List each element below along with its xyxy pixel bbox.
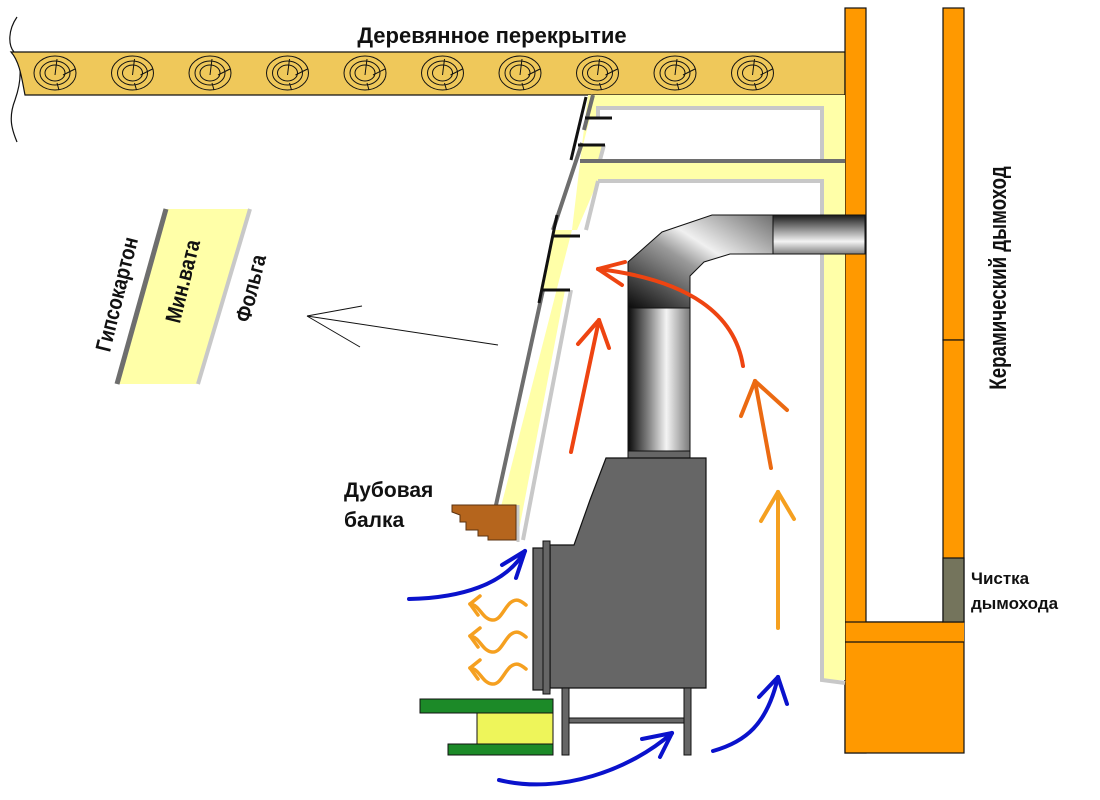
pipe-horizontal bbox=[772, 214, 866, 255]
fireplace-casing bbox=[494, 94, 846, 685]
rising-air-arrow bbox=[759, 490, 796, 630]
stove-body bbox=[549, 457, 707, 689]
log-cross-section bbox=[576, 55, 619, 91]
ceramic-chimney: Керамический дымоход Чистка дымохода bbox=[844, 7, 1059, 754]
legend-foil-layer bbox=[196, 208, 252, 385]
log-cross-section bbox=[266, 55, 309, 91]
cleanout-label-line1: Чистка bbox=[971, 569, 1030, 588]
chimney-right-wall bbox=[942, 7, 965, 341]
damper-vents bbox=[537, 96, 612, 304]
cold-air-arrow-right bbox=[711, 675, 789, 753]
firewood-top-plank bbox=[419, 698, 554, 714]
oak-beam-shape bbox=[451, 504, 517, 541]
log-cross-section bbox=[188, 55, 232, 91]
chimney-label: Керамический дымоход bbox=[985, 166, 1012, 390]
hot-air-arrow-left bbox=[569, 318, 611, 454]
damper-chamber bbox=[583, 108, 822, 160]
casing-foil bbox=[521, 106, 846, 685]
ceiling-label: Деревянное перекрытие bbox=[357, 23, 626, 48]
log-cross-section bbox=[33, 55, 77, 91]
cleanout-label-line2: дымохода bbox=[971, 594, 1059, 613]
pipe-elbow bbox=[627, 214, 774, 309]
wooden-ceiling: Деревянное перекрытие bbox=[9, 16, 846, 143]
log-cross-section bbox=[731, 55, 774, 91]
hot-air-arrows bbox=[569, 260, 796, 630]
radiant-wave-1 bbox=[468, 594, 528, 622]
warm-air-arrow-right bbox=[739, 379, 789, 470]
cold-air-arrow-lower bbox=[497, 731, 674, 787]
cold-air-arrows bbox=[407, 549, 789, 787]
firewood bbox=[419, 698, 554, 756]
log-cross-section bbox=[111, 55, 154, 91]
oak-beam: Дубовая балка bbox=[344, 479, 520, 542]
radiant-wave-2 bbox=[468, 626, 528, 654]
chimney-cleanout-door bbox=[942, 557, 965, 623]
stove-leg-right bbox=[683, 687, 692, 756]
firewood-bottom-plank bbox=[447, 743, 554, 756]
log-cross-section bbox=[498, 55, 542, 91]
ceiling-break-line bbox=[9, 16, 21, 143]
pipe-vertical bbox=[627, 307, 691, 454]
ceiling-logs bbox=[33, 55, 774, 91]
firewood-core bbox=[476, 712, 554, 745]
chimney-bottom-ledge bbox=[866, 622, 964, 642]
radiant-heat-waves bbox=[468, 594, 528, 686]
cold-air-arrow-upper bbox=[407, 549, 527, 601]
radiant-wave-3 bbox=[468, 658, 528, 686]
legend-wool-layer bbox=[117, 209, 250, 384]
oak-beam-label-line2: балка bbox=[344, 509, 405, 532]
foil-label: Фольга bbox=[232, 252, 272, 325]
log-cross-section bbox=[653, 55, 697, 91]
legend-gypsum-layer bbox=[114, 208, 169, 385]
casing-gypsum bbox=[494, 94, 595, 506]
legend-pointer-arrow bbox=[306, 305, 499, 348]
stove-door-frame bbox=[542, 540, 551, 695]
log-cross-section bbox=[421, 55, 464, 91]
stove bbox=[532, 457, 707, 756]
hot-air-arrow-curved bbox=[596, 260, 745, 368]
oak-beam-label-line1: Дубовая bbox=[344, 479, 433, 502]
stove-leg-left bbox=[561, 687, 570, 756]
stove-leg-bar bbox=[568, 717, 685, 724]
log-cross-section bbox=[343, 55, 387, 91]
insulation-layers-legend: Гипсокартон Мин.вата Фольга bbox=[92, 208, 499, 385]
